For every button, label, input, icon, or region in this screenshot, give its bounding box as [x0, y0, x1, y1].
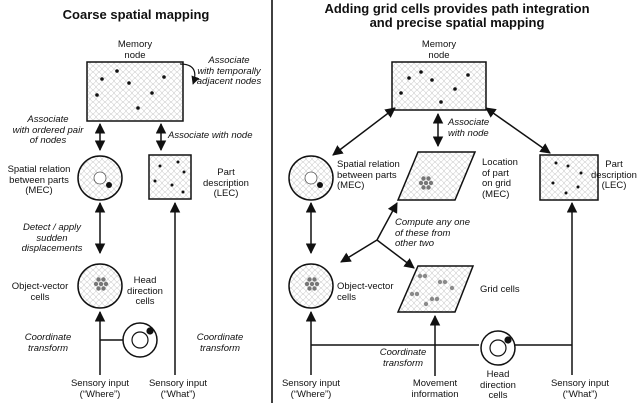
right-sensory-what-label: Sensory input (“What”) [550, 378, 610, 400]
right-object-vector-label: Object-vector cells [337, 281, 394, 303]
left-memory-node [86, 61, 184, 122]
right-object-vector-node [288, 263, 334, 309]
right-spatial-relation-label: Spatial relation between parts (MEC) [337, 159, 400, 191]
left-memory-node-label: Memory node [117, 39, 153, 61]
left-coordinate-transform-label: Coordinate transform [24, 332, 72, 354]
right-memory-node [391, 61, 487, 111]
right-associate-node-label: Associate with node [448, 117, 490, 139]
right-compute-label: Compute any one of these from other two [395, 217, 470, 249]
right-panel-graphics [288, 61, 599, 376]
right-part-description-node [539, 154, 599, 201]
left-title: Coarse spatial mapping [62, 7, 210, 22]
right-movement-label: Movement information [411, 378, 459, 400]
right-part-description-label: Part description (LEC) [591, 159, 637, 191]
left-memory-dots [95, 69, 166, 110]
right-grid-cells-label: Grid cells [480, 284, 520, 295]
right-title: Adding grid cells provides path integrat… [324, 1, 590, 30]
left-self-loop-arrow [179, 63, 200, 85]
left-part-description-label: Part description (LEC) [203, 167, 249, 199]
left-associate-pair-label: Associate with ordered pair of nodes [12, 114, 84, 146]
left-spatial-relation-label: Spatial relation between parts (MEC) [7, 164, 71, 196]
right-coordinate-transform-label-left-panel: Coordinate transform [196, 332, 244, 354]
left-part-description-node [148, 154, 192, 200]
right-head-direction-label: Head direction cells [480, 369, 516, 401]
left-object-vector-node [77, 263, 123, 309]
right-grid-cells-node [396, 265, 475, 313]
right-location-grid-label: Location of part on grid (MEC) [482, 157, 518, 200]
right-coordinate-transform-label: Coordinate transform [379, 347, 427, 369]
left-head-direction-label: Head direction cells [127, 275, 163, 307]
left-sensory-what-label: Sensory input (“What”) [148, 378, 208, 400]
left-detect-apply-label: Detect / apply sudden displacements [21, 222, 83, 254]
right-memory-node-label: Memory node [421, 39, 457, 61]
right-location-grid [396, 151, 477, 201]
left-associate-node-label: Associate with node [168, 130, 253, 141]
left-sensory-where-label: Sensory input (“Where”) [70, 378, 130, 400]
right-sensory-where-label: Sensory input (“Where”) [281, 378, 341, 400]
left-associate-temporal-label: Associate with temporally adjacent nodes [196, 55, 262, 87]
left-object-vector-label: Object-vector cells [11, 281, 69, 303]
left-panel-graphics [77, 61, 200, 375]
